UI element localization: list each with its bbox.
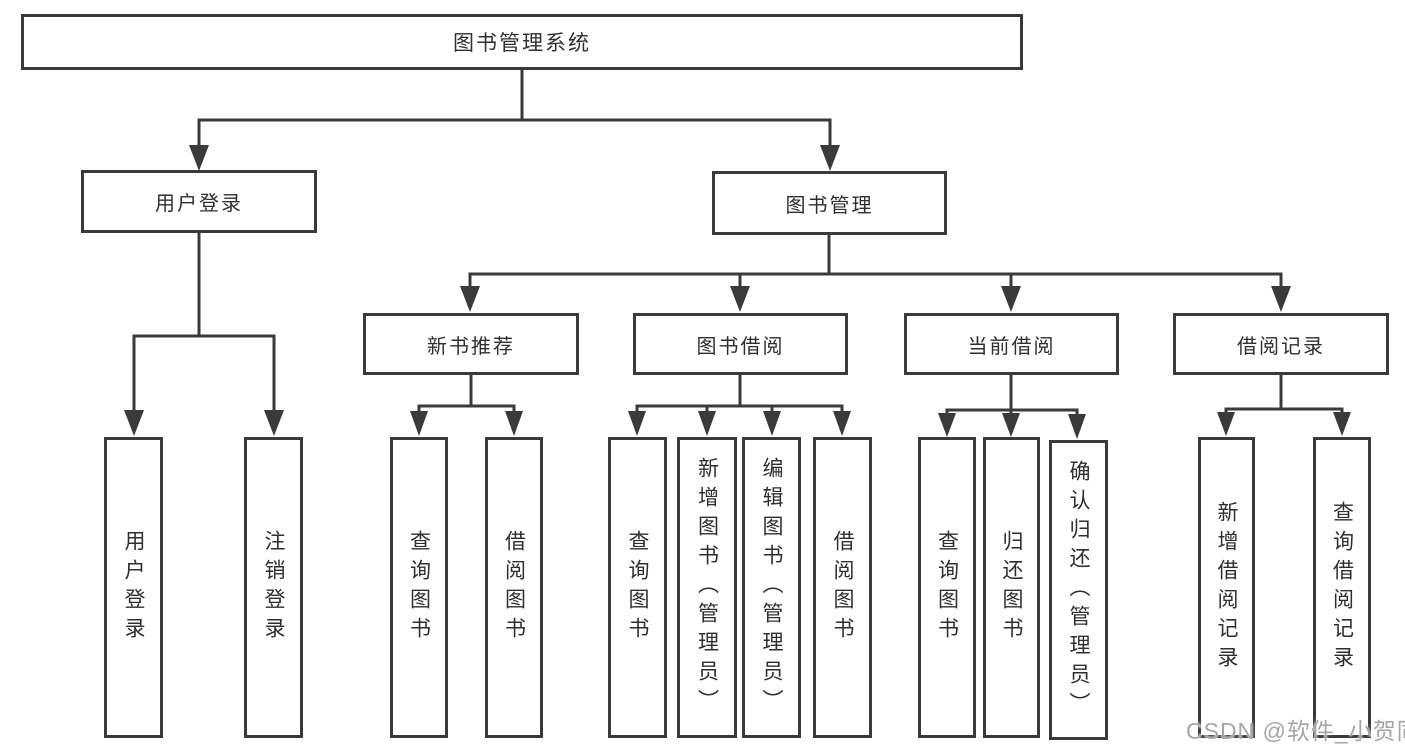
node-book-management-label: 图书管理 — [785, 194, 874, 217]
node-root-label: 图书管理系统 — [453, 32, 591, 55]
arrow-down-icon — [124, 410, 144, 436]
leaf-current-confirm-return-admin-label: 确认归还（管理员） — [1067, 459, 1090, 721]
arrow-down-icon — [628, 411, 646, 436]
leaf-borrow-borrow-books: 借阅图书 — [813, 437, 872, 738]
node-book-borrowing: 图书借阅 — [633, 313, 848, 375]
leaf-newrec-borrow-books: 借阅图书 — [485, 437, 543, 738]
arrow-down-icon — [833, 411, 851, 436]
leaf-borrow-add-books-admin: 新增图书（管理员） — [677, 437, 737, 738]
leaf-borrow-add-books-admin-label: 新增图书（管理员） — [695, 457, 719, 718]
arrow-down-icon — [1333, 412, 1351, 436]
node-new-book-recommendation: 新书推荐 — [363, 313, 579, 375]
leaf-borrow-query-books-label: 查询图书 — [626, 529, 649, 646]
leaf-current-return-books-label: 归还图书 — [1000, 529, 1023, 646]
node-book-borrowing-label: 图书借阅 — [696, 335, 785, 358]
leaf-newrec-borrow-books-label: 借阅图书 — [502, 529, 526, 646]
node-current-borrowing: 当前借阅 — [904, 313, 1119, 375]
node-root-system: 图书管理系统 — [21, 14, 1023, 70]
arrow-down-icon — [1002, 413, 1020, 437]
arrow-down-icon — [189, 145, 209, 171]
arrow-down-icon — [698, 411, 716, 436]
arrow-down-icon — [820, 145, 840, 171]
arrow-down-icon — [505, 411, 523, 436]
arrow-down-icon — [460, 286, 480, 312]
leaf-logout: 注销登录 — [244, 437, 303, 738]
leaf-current-query-books-label: 查询图书 — [935, 529, 959, 646]
arrow-down-icon — [1271, 286, 1291, 312]
arrow-down-icon — [938, 413, 956, 437]
node-book-management: 图书管理 — [712, 171, 947, 235]
leaf-logout-label: 注销登录 — [262, 529, 285, 646]
node-new-book-recommendation-label: 新书推荐 — [427, 335, 515, 358]
leaf-records-query-record-label: 查询借阅记录 — [1330, 500, 1354, 675]
leaf-borrow-edit-books-admin: 编辑图书（管理员） — [742, 437, 801, 738]
leaf-records-query-record: 查询借阅记录 — [1313, 437, 1371, 738]
node-current-borrowing-label: 当前借阅 — [967, 335, 1056, 358]
node-borrowing-records: 借阅记录 — [1173, 313, 1389, 375]
leaf-newrec-query-books: 查询图书 — [390, 437, 448, 738]
arrow-down-icon — [1217, 412, 1235, 436]
leaf-records-add-record-label: 新增借阅记录 — [1215, 500, 1238, 675]
arrow-down-icon — [1001, 286, 1021, 312]
arrow-down-icon — [410, 411, 428, 436]
leaf-borrow-borrow-books-label: 借阅图书 — [831, 529, 854, 646]
leaf-user-login: 用户登录 — [104, 437, 163, 738]
arrowhead-icons — [124, 145, 1351, 439]
leaf-borrow-query-books: 查询图书 — [608, 437, 667, 738]
node-user-login: 用户登录 — [81, 170, 317, 233]
leaf-borrow-edit-books-admin-label: 编辑图书（管理员） — [760, 457, 783, 718]
node-user-login-label: 用户登录 — [155, 193, 243, 215]
leaf-records-add-record: 新增借阅记录 — [1198, 437, 1255, 738]
leaf-current-return-books: 归还图书 — [983, 437, 1040, 738]
arrow-down-icon — [730, 286, 750, 312]
leaf-current-confirm-return-admin: 确认归还（管理员） — [1049, 440, 1108, 740]
csdn-watermark: CSDN @软件_小贺同学 — [1186, 718, 1405, 744]
arrow-down-icon — [264, 410, 284, 436]
leaf-user-login-label: 用户登录 — [122, 529, 145, 646]
arrow-down-icon — [1068, 414, 1086, 439]
leaf-current-query-books: 查询图书 — [918, 437, 976, 738]
connector-lines — [132, 68, 1344, 416]
leaf-newrec-query-books-label: 查询图书 — [407, 529, 431, 646]
arrow-down-icon — [763, 411, 781, 436]
node-borrowing-records-label: 借阅记录 — [1237, 335, 1325, 358]
